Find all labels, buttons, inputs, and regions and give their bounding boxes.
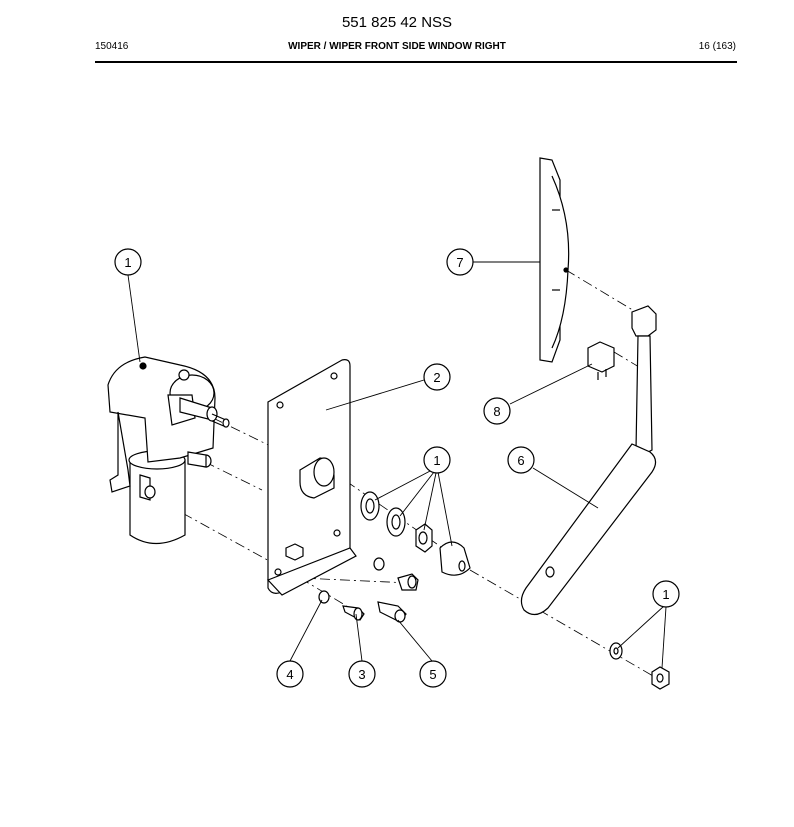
callout-bubble: 4 (276, 660, 304, 688)
page-title: WIPER / WIPER FRONT SIDE WINDOW RIGHT (288, 41, 506, 52)
wiper-motor (107, 356, 230, 545)
callout-bubble: 1 (114, 248, 142, 276)
svg-text:3: 3 (358, 667, 365, 682)
leader-lines (127, 261, 667, 669)
callout-bubble: 5 (419, 660, 447, 688)
svg-text:8: 8 (493, 404, 500, 419)
callout-bubble: 2 (423, 363, 451, 391)
callout-bubble: 3 (348, 660, 376, 688)
svg-text:2: 2 (433, 370, 440, 385)
svg-text:4: 4 (286, 667, 293, 682)
wiper-blade (539, 157, 570, 363)
svg-text:1: 1 (662, 587, 669, 602)
wiper-arm (520, 305, 657, 616)
header-rule (95, 61, 737, 63)
document-number: 551 825 42 NSS (341, 14, 453, 31)
hardware (318, 491, 670, 690)
callout-bubble: 8 (483, 397, 511, 425)
page-code: 150416 (95, 41, 129, 52)
callout-bubble: 6 (507, 446, 535, 474)
svg-text:7: 7 (456, 255, 463, 270)
svg-text:5: 5 (429, 667, 436, 682)
page-number: 16 (163) (698, 41, 736, 52)
svg-text:6: 6 (517, 453, 524, 468)
svg-text:1: 1 (433, 453, 440, 468)
blade-clip (587, 341, 615, 380)
callout-bubble: 7 (446, 248, 474, 276)
svg-text:1: 1 (124, 255, 131, 270)
bracket-plate (266, 359, 357, 596)
callout-bubble: 1 (652, 580, 680, 608)
callout-bubble: 1 (423, 446, 451, 474)
callouts: 1 2 1 4 3 5 7 8 6 1 (114, 248, 680, 688)
